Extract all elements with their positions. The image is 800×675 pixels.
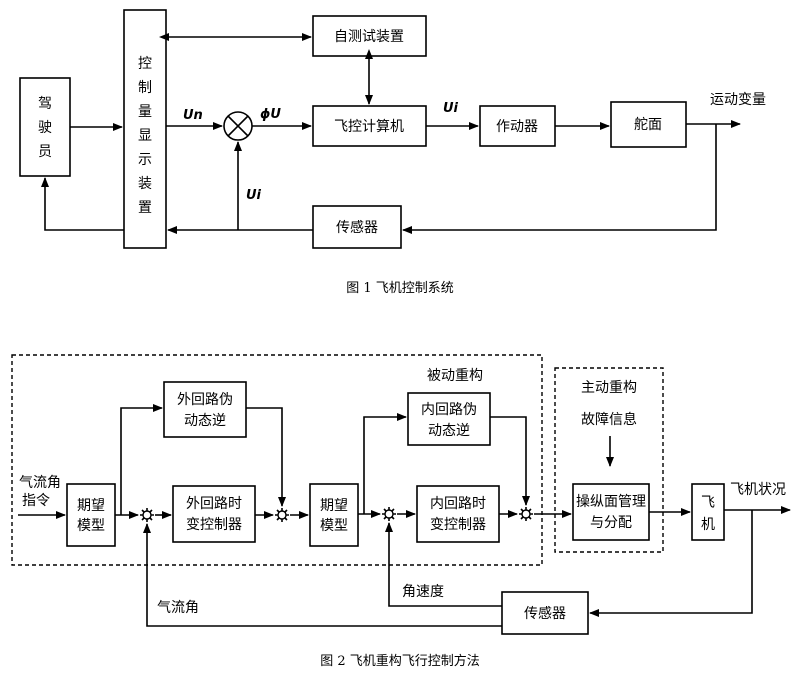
allocation-label-1: 操纵面管理: [576, 494, 646, 510]
pilot-label-3: 员: [38, 144, 52, 160]
outer-inverse-label-1: 外回路伪: [177, 392, 233, 408]
display-to-pilot-arrow: [41, 177, 124, 231]
display-block: 控 制 量 显 示 装 置: [123, 9, 167, 249]
display-label-6: 装: [138, 176, 152, 192]
model2-to-inner-inverse-arrow: [363, 413, 407, 514]
aircraft-label-2: 机: [701, 517, 715, 533]
ref-model-1-label-1: 期望: [77, 498, 105, 514]
summing-junction: [223, 111, 253, 141]
self-test-block: 自测试装置: [312, 15, 427, 57]
fcc-block: 飞控计算机: [312, 105, 427, 147]
ref-model-block-2: 期望 模型: [309, 483, 359, 547]
ref-model-1-label-2: 模型: [77, 518, 105, 534]
figure-2: 气流角 指令 期望 模型 外回路伪 动态逆 外回路时 变控制器 期望 模型 被动…: [11, 354, 791, 669]
fault-info-label: 故障信息: [581, 411, 637, 428]
motion-to-sensor-arrow: [402, 124, 717, 234]
figure-1: 驾 驶 员 控 制 量 显 示 装 置 自测试装置 飞控计算机 作动器: [19, 9, 766, 296]
state-to-sensor-arrow: [589, 510, 753, 617]
motion-variable-label: 运动变量: [710, 92, 766, 108]
angle-rate-feedback-arrow: [385, 522, 502, 607]
signal-ui-feedback: Ui: [246, 188, 262, 203]
display-label-3: 量: [138, 104, 152, 120]
sensor-label-2: 传感器: [524, 605, 566, 622]
allocation-block: 操纵面管理 与分配: [572, 483, 650, 541]
pilot-label-1: 驾: [38, 96, 52, 112]
figure-2-caption: 图 2 飞机重构飞行控制方法: [320, 653, 480, 669]
sensor-block-1: 传感器: [312, 205, 402, 249]
flow-angle-feedback-arrow: [143, 523, 502, 627]
signal-un: Un: [183, 108, 203, 123]
active-reconfig-label: 主动重构: [581, 380, 637, 396]
display-label-5: 示: [138, 152, 152, 168]
sensor-label-1: 传感器: [336, 219, 378, 236]
outer-inverse-to-junction2-arrow: [246, 407, 286, 507]
allocation-label-2: 与分配: [590, 515, 632, 531]
junction-3: [382, 507, 396, 521]
active-reconfig-region: [554, 367, 664, 553]
display-label-4: 显: [138, 128, 152, 144]
outer-ctrl-label-2: 变控制器: [186, 517, 242, 533]
ref-model-2-label-1: 期望: [320, 498, 348, 514]
passive-reconfig-region: [11, 354, 543, 566]
pilot-block: 驾 驶 员: [19, 77, 71, 177]
actuator-block: 作动器: [479, 105, 556, 147]
sensor-block-2: 传感器: [501, 591, 589, 635]
outer-inverse-block: 外回路伪 动态逆: [163, 381, 247, 438]
signal-phiu: ϕU: [260, 107, 281, 122]
actuator-label: 作动器: [496, 119, 538, 135]
display-label-1: 控: [138, 56, 152, 72]
input-label-1: 气流角: [19, 475, 61, 491]
model1-to-outer-inverse-arrow: [120, 404, 163, 515]
inner-ctrl-block: 内回路时 变控制器: [416, 485, 500, 543]
inner-ctrl-label-2: 变控制器: [430, 517, 486, 533]
junction-4: [519, 507, 533, 521]
display-label-2: 制: [138, 80, 152, 96]
inner-inverse-block: 内回路伪 动态逆: [407, 392, 491, 446]
pilot-label-2: 驶: [38, 120, 52, 136]
outer-inverse-label-2: 动态逆: [184, 413, 226, 429]
outer-ctrl-block: 外回路时 变控制器: [172, 485, 256, 543]
control-surface-label: 舵面: [634, 117, 662, 133]
self-test-label: 自测试装置: [334, 29, 404, 45]
aircraft-label-1: 飞: [701, 495, 715, 511]
inner-inverse-label-1: 内回路伪: [421, 402, 477, 418]
display-label-7: 置: [138, 200, 152, 216]
input-label-2: 指令: [22, 493, 50, 509]
flow-angle-label: 气流角: [157, 600, 199, 616]
signal-ui-top: Ui: [443, 101, 459, 116]
control-surface-block: 舵面: [610, 101, 687, 148]
junction-1: [140, 508, 154, 522]
ref-model-block-1: 期望 模型: [66, 483, 116, 547]
inner-inverse-label-2: 动态逆: [428, 423, 470, 439]
aircraft-block: 飞 机: [691, 483, 725, 541]
figure-1-caption: 图 1 飞机控制系统: [346, 281, 454, 296]
aircraft-state-label: 飞机状况: [730, 482, 786, 498]
inner-ctrl-label-1: 内回路时: [430, 496, 486, 512]
passive-reconfig-label: 被动重构: [427, 368, 483, 384]
ref-model-2-label-2: 模型: [320, 518, 348, 534]
outer-ctrl-label-1: 外回路时: [186, 496, 242, 512]
junction-2: [275, 508, 289, 522]
angle-rate-label: 角速度: [402, 584, 444, 600]
inner-inverse-to-junction4-arrow: [490, 416, 530, 506]
fcc-label: 飞控计算机: [334, 119, 404, 135]
